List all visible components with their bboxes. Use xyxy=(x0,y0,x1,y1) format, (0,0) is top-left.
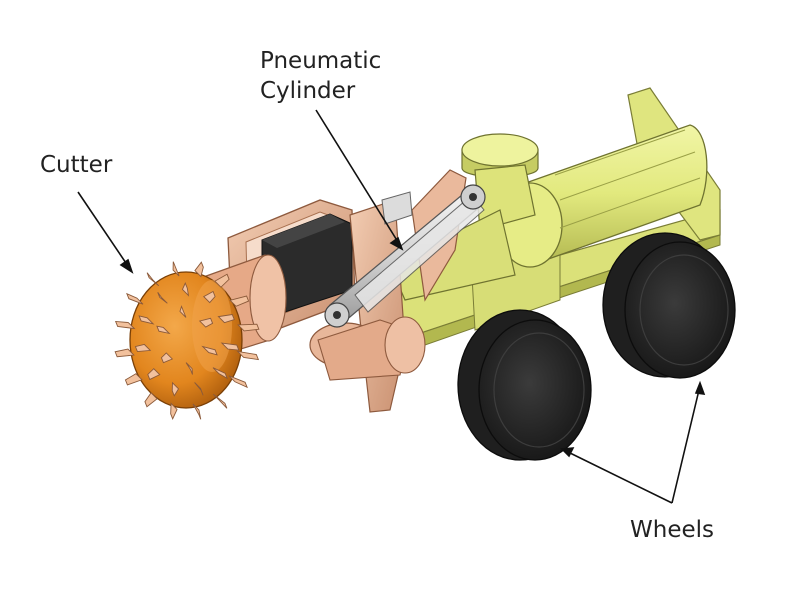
wheels-arrow-rear xyxy=(671,389,700,504)
cutter-tooth-12 xyxy=(229,295,250,307)
cutter-tooth-13 xyxy=(237,323,260,332)
cutter-arrow xyxy=(77,191,129,267)
cutter-tooth-20 xyxy=(134,343,152,353)
pneumatic-arrow xyxy=(315,109,399,243)
cutter-tooth-3 xyxy=(144,392,158,408)
cutter-arrowhead xyxy=(119,258,134,274)
wheels-arrowhead-front xyxy=(560,447,575,458)
cutter-tooth-28 xyxy=(185,362,193,375)
cutter-tooth-11 xyxy=(214,273,230,288)
cutter-tooth-22 xyxy=(157,292,168,304)
cutter-tooth-32 xyxy=(198,317,214,328)
cutter-tooth-25 xyxy=(217,314,235,324)
pneumatic-label-line1: Pneumatic xyxy=(260,48,382,74)
cutter-tooth-5 xyxy=(114,348,135,358)
motor-housing xyxy=(389,124,708,301)
cutter-tooth-6 xyxy=(114,320,136,330)
wheels-arrow-front xyxy=(567,451,673,504)
pneumatic-cylinder-drawing xyxy=(324,184,486,328)
cutter-tooth-30 xyxy=(156,325,171,335)
cutter-tooth-4 xyxy=(124,373,143,386)
cutter-tooth-0 xyxy=(212,393,228,409)
cutter-tooth-15 xyxy=(228,375,248,389)
cutter-head-drawing xyxy=(114,261,260,420)
cutter-label: Cutter xyxy=(40,152,113,178)
cutter-tooth-21 xyxy=(138,315,155,325)
cutter-tooth-10 xyxy=(194,261,204,278)
cutter-tooth-26 xyxy=(220,342,240,351)
cutter-tooth-14 xyxy=(236,350,260,361)
cutter-tooth-24 xyxy=(202,290,216,304)
wheels-arrowhead-rear xyxy=(694,380,706,395)
wheels-label: Wheels xyxy=(630,517,714,543)
cutter-tooth-31 xyxy=(179,305,187,318)
callout-arrows xyxy=(77,109,706,504)
wheels-drawing xyxy=(457,232,736,461)
pneumatic-arrowhead xyxy=(389,236,404,251)
cutter-tooth-7 xyxy=(126,292,144,305)
pneumatic-cylinder-label: Pneumatic Cylinder xyxy=(260,46,381,106)
cutter-tooth-8 xyxy=(146,272,160,287)
cutter-tooth-17 xyxy=(194,382,204,396)
cutter-tooth-16 xyxy=(212,367,229,380)
cutter-tooth-19 xyxy=(147,368,161,381)
cutter-tooth-9 xyxy=(172,261,180,277)
pneumatic-label-line2: Cylinder xyxy=(260,78,356,104)
cutter-tooth-2 xyxy=(170,402,178,420)
cutter-tooth-29 xyxy=(160,352,174,364)
cutter-tooth-18 xyxy=(171,381,180,397)
cutter-tooth-27 xyxy=(201,345,218,356)
cutter-tooth-1 xyxy=(192,403,202,420)
cutter-tooth-23 xyxy=(181,282,190,297)
